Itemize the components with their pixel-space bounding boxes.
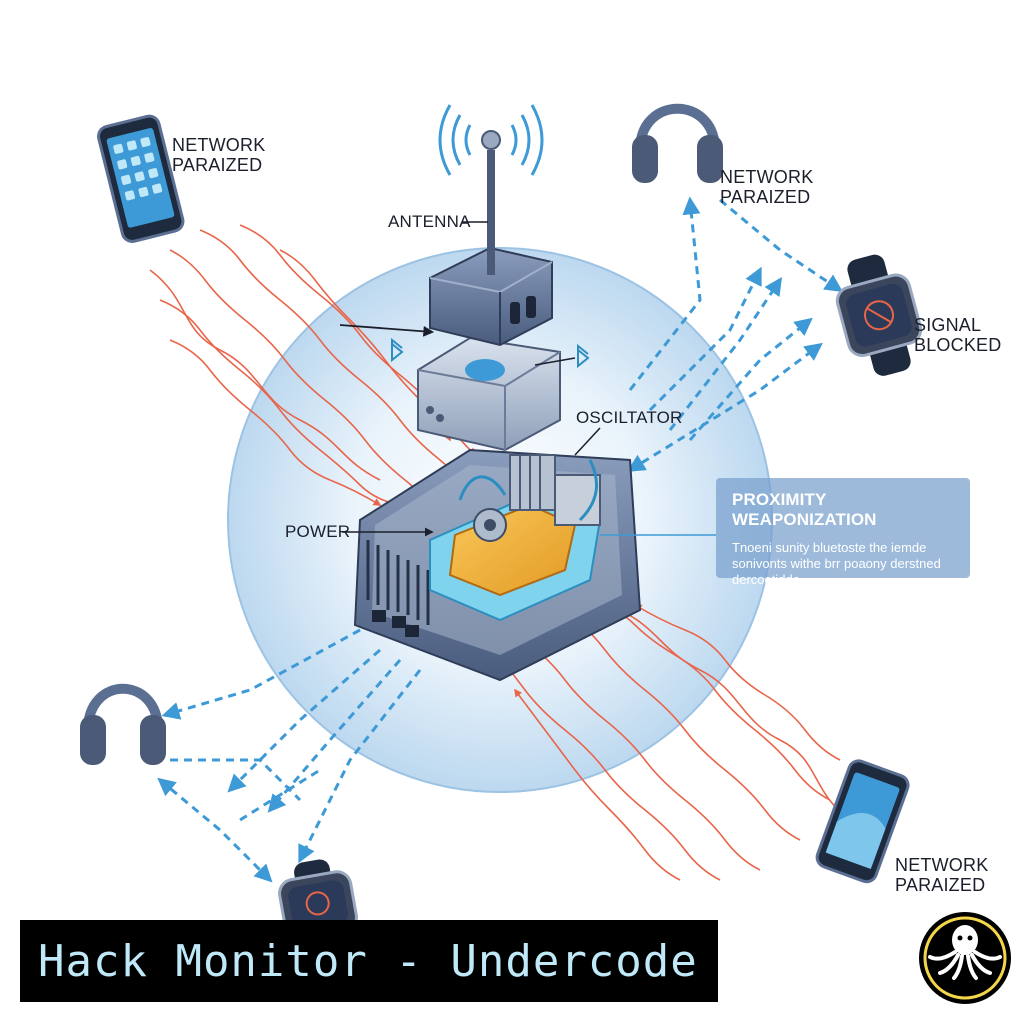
antenna-label: ANTENNA [388, 212, 471, 231]
bt-leader [534, 357, 576, 366]
banner-text: Hack Monitor - Undercode [38, 935, 698, 987]
module-arrow [339, 324, 435, 337]
signal-arrows-lower [157, 628, 422, 883]
info-panel: PROXIMITY WEAPONIZATION Tnoeni sunity bl… [716, 478, 970, 587]
wifi-signal-icon [438, 104, 544, 176]
smartphone-icon [815, 759, 910, 884]
interference-waves-left [149, 224, 477, 517]
info-line: dercootidde. [732, 572, 804, 587]
power-label: POWER [285, 522, 351, 541]
oscillator-leader [574, 427, 601, 456]
info-line: Tnoeni sunity bluetoste the iemde [732, 540, 927, 555]
watermark-banner: Hack Monitor - Undercode [20, 920, 718, 1002]
phone-bottom-right-label: NETWORK PARAIZED [895, 855, 989, 895]
octopus-logo [919, 912, 1011, 1004]
headphones-top-label: NETWORK PARAIZED [720, 167, 814, 207]
interference-waves-right [489, 573, 851, 881]
headphones-icon [80, 683, 166, 765]
headphones-icon [632, 103, 723, 183]
phone-top-left-label: NETWORK PARAIZED [172, 135, 266, 175]
antenna-module [429, 130, 553, 347]
smartphone-icon [96, 114, 185, 243]
oscillator-label: OSCILTATOR [576, 408, 683, 427]
bluetooth-icon [391, 337, 590, 369]
watch-right-label: SIGNAL BLOCKED [914, 315, 1002, 355]
info-line: sonivonts withe brr poaony derstned [732, 556, 941, 571]
smartwatch-icon [835, 254, 923, 376]
signal-arrows-upper [626, 196, 843, 472]
jammer-base [353, 448, 642, 682]
info-body: Tnoeni sunity bluetoste the iemde sonivo… [732, 540, 954, 588]
info-title: PROXIMITY WEAPONIZATION [732, 490, 877, 529]
